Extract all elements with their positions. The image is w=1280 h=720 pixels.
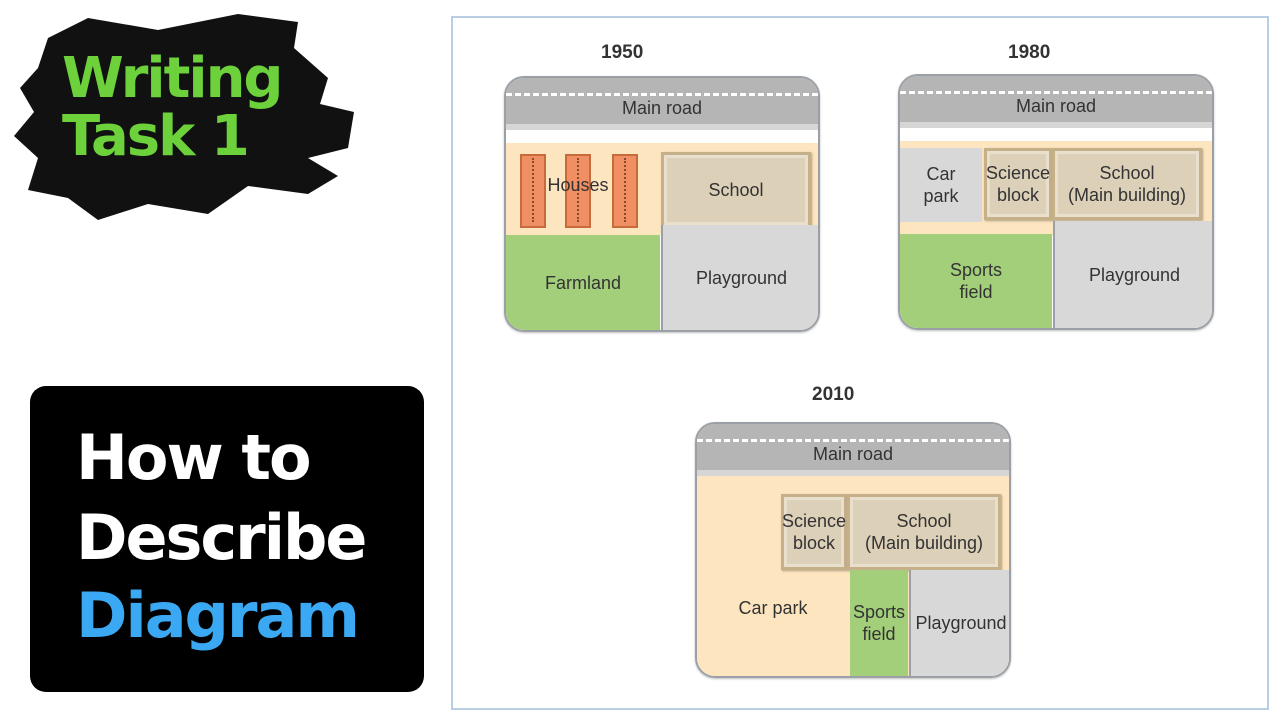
houses-label: Houses [547,175,609,195]
brush-stroke-shape [14,14,354,220]
house-3 [612,154,638,228]
school-line-2: (Main building) [864,533,984,553]
badge-line-task: Task 1 [62,104,250,169]
car-park-2010: Car park [738,597,808,618]
school-line-1: School [896,511,952,531]
sports-field-2010: Sports field [850,570,908,676]
main-road-1980: Main road [900,76,1212,128]
playground-2010: Playground [909,570,1009,676]
main-road-1950: Main road [506,78,818,130]
howto-line-1: How to [76,421,312,494]
sports-field-1980: Sports field [900,234,1052,328]
playground-1980: Playground [1053,221,1212,328]
main-road-label: Main road [812,444,894,464]
science-line-2: block [792,533,836,553]
science-block-1980: Science block [984,148,1052,220]
badge-line-writing: Writing [62,46,284,111]
map-1980: Main road Car park Science block School … [898,74,1214,330]
car-park-1980: Car park [900,148,982,222]
badge-title: Writing Task 1 [62,46,284,169]
school-line-1: School [1099,163,1155,183]
science-block-2010: Science block [781,494,847,570]
main-road-label: Main road [621,98,703,118]
road-dashes [900,91,1212,94]
sports-line-1: Sports [949,260,1003,280]
school-main-building-1980: School (Main building) [1052,148,1202,220]
road-dashes [506,93,818,96]
map-1950: Main road Houses School Farmland Playgro… [504,76,820,332]
main-road-label: Main road [1015,96,1097,116]
science-line-1: Science [781,511,847,531]
car-park-line-2: park [923,186,959,206]
house-1 [520,154,546,228]
farmland-1950: Farmland [506,235,660,330]
diagram-panel: 1950 Main road Houses School Farmland Pl… [451,16,1269,710]
year-label-2010: 2010 [812,384,855,405]
year-label-1980: 1980 [1008,42,1051,63]
road-dashes [697,439,1009,442]
year-label-1950: 1950 [601,42,644,63]
sports-line-2: field [862,624,896,644]
science-line-1: Science [985,163,1051,183]
main-road-2010: Main road [697,424,1009,476]
house-2 [565,154,591,228]
science-line-2: block [996,185,1040,205]
sports-line-1: Sports [852,602,906,622]
school-main-building-2010: School (Main building) [847,494,1001,570]
brush-stroke-badge [8,8,368,223]
sports-line-2: field [959,282,993,302]
howto-line-2: Describe [76,501,367,574]
map-2010: Main road Science block School (Main bui… [695,422,1011,678]
howto-card: How to Describe Diagram [30,386,424,692]
school-building-1950: School [661,152,811,228]
school-line-2: (Main building) [1067,185,1187,205]
car-park-line-1: Car [926,164,956,184]
howto-line-3: Diagram [76,579,360,652]
playground-1950: Playground [661,225,818,330]
